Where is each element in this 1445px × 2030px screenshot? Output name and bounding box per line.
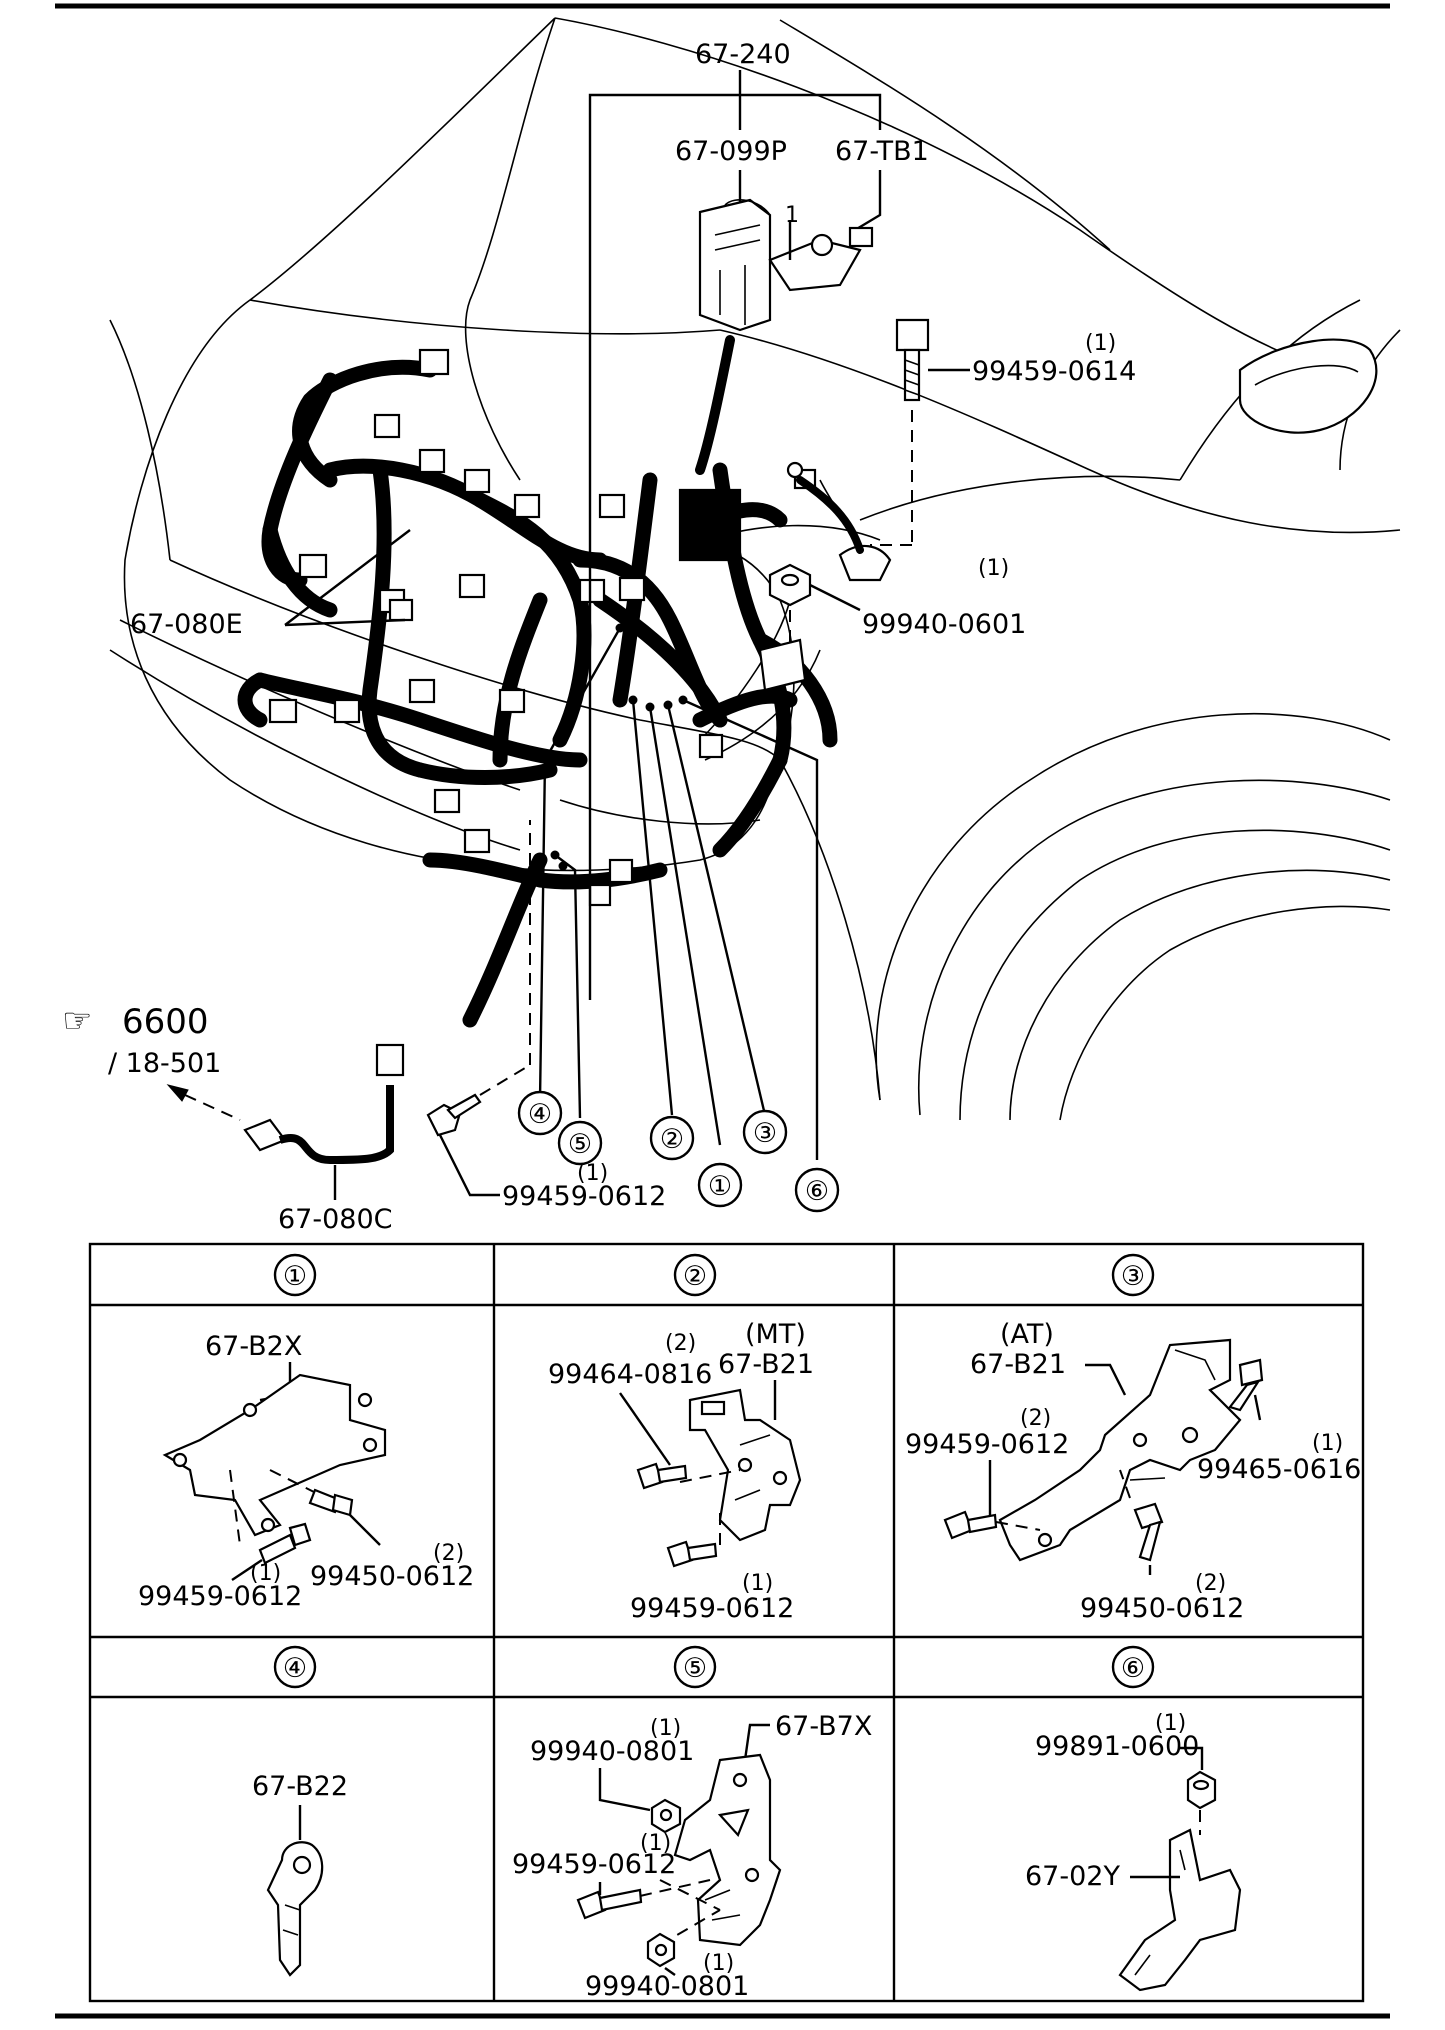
cell3-bolt-b-qty: (1) <box>1312 1431 1343 1456</box>
svg-text:②: ② <box>660 1124 684 1155</box>
ref-page: 6600 <box>122 1002 209 1042</box>
svg-text:⑥: ⑥ <box>1121 1653 1145 1684</box>
cell3-bolt-a-qty: (2) <box>1020 1406 1051 1431</box>
qty-0601: (1) <box>978 556 1009 581</box>
cell-4: 67-B22 <box>252 1771 348 1977</box>
callout-4: ④ <box>517 1090 563 1136</box>
fuse-block-67-099P <box>698 198 772 332</box>
cell5-nut-b-qty: (1) <box>703 1951 734 1976</box>
label-99459-0612-main: 99459-0612 <box>502 1181 666 1212</box>
cell4-part: 67-B22 <box>252 1771 348 1802</box>
svg-text:③: ③ <box>753 1118 777 1149</box>
svg-text:④: ④ <box>283 1653 307 1684</box>
callout-circles: ① ② ③ ④ ⑤ ⑥ <box>517 1090 840 1213</box>
qty-0612-main: (1) <box>577 1161 608 1186</box>
cell-3: (AT) 67-B21 (2) 99459-0612 (1) 99465-061… <box>905 1319 1361 1624</box>
cell-6: (1) 99891-0600 67-02Y <box>1025 1711 1242 1992</box>
bolt-99459-0612-main: (1) 99459-0612 <box>426 820 666 1212</box>
svg-text:⑤: ⑤ <box>683 1653 707 1684</box>
cell1-bolt-a: 99459-0612 <box>138 1581 302 1612</box>
group-67-240: 67-240 67-099P 67-TB1 1 <box>588 39 929 1000</box>
header-3: ③ <box>1111 1253 1155 1297</box>
cell1-bolt-b: 99450-0612 <box>310 1561 474 1592</box>
cell6-part: 67-02Y <box>1025 1861 1120 1892</box>
header-6: ⑥ <box>1111 1645 1155 1689</box>
harness-connectors <box>268 348 817 907</box>
callout-3: ③ <box>742 1109 788 1155</box>
battery-terminal-67-TB1: 1 <box>768 203 874 292</box>
callout-leaders <box>538 623 819 1160</box>
svg-text:①: ① <box>708 1171 732 1202</box>
cell-2: (MT) 67-B21 (2) 99464-0816 (1) 99459-061… <box>548 1319 814 1624</box>
cell2-bolt-b: 99459-0612 <box>630 1593 794 1624</box>
wiring-harness-67-080E <box>237 348 838 1028</box>
label-67-TB1: 67-TB1 <box>835 136 929 167</box>
cell2-bolt-a-qty: (2) <box>665 1331 696 1356</box>
bolt-99459-0614: (1) 99459-0614 <box>786 318 1136 582</box>
cell3-bolt-c-qty: (2) <box>1195 1571 1226 1596</box>
svg-text:1: 1 <box>785 203 799 228</box>
table-headers: ① ② ③ ④ ⑤ ⑥ <box>273 1253 1155 1689</box>
svg-text:⑥: ⑥ <box>805 1176 829 1207</box>
label-67-099P: 67-099P <box>675 136 787 167</box>
label-67-080C: 67-080C <box>278 1204 393 1235</box>
cell-1: 67-B2X (1) 99459-0612 (2) 99450-0612 <box>138 1331 474 1612</box>
cell3-bolt-b: 99465-0616 <box>1197 1454 1361 1485</box>
cell6-nut: 99891-0600 <box>1035 1731 1199 1762</box>
cell5-part: 67-B7X <box>775 1711 872 1742</box>
nut-99940-0601: (1) 99940-0601 <box>758 556 1026 692</box>
cell1-bolt-b-qty: (2) <box>433 1541 464 1566</box>
callout-2: ② <box>649 1115 695 1161</box>
svg-text:④: ④ <box>528 1099 552 1130</box>
callout-6: ⑥ <box>794 1167 840 1213</box>
svg-text:⑤: ⑤ <box>568 1129 592 1160</box>
cell3-bolt-c: 99450-0612 <box>1080 1593 1244 1624</box>
group-67-080C: ☞ 6600 / 18-501 67-080C <box>62 1001 405 1235</box>
label-67-080E: 67-080E <box>130 609 243 640</box>
header-4: ④ <box>273 1645 317 1689</box>
cell3-variant: (AT) <box>1000 1319 1054 1350</box>
label-67-240: 67-240 <box>695 39 791 70</box>
cell5-nut-a-qty: (1) <box>650 1716 681 1741</box>
group-67-080E: 67-080E <box>130 529 411 640</box>
cell3-bolt-a: 99459-0612 <box>905 1429 1069 1460</box>
callout-1: ① <box>697 1162 743 1208</box>
svg-text:①: ① <box>283 1261 307 1292</box>
ref-icon: ☞ <box>62 1001 92 1041</box>
svg-text:③: ③ <box>1121 1261 1145 1292</box>
cell5-bolt: 99459-0612 <box>512 1849 676 1880</box>
cell1-bolt-a-qty: (1) <box>250 1561 281 1586</box>
detail-table <box>88 1242 1365 2003</box>
cell2-bolt-b-qty: (1) <box>742 1571 773 1596</box>
cell2-bolt-a: 99464-0816 <box>548 1359 712 1390</box>
label-99459-0614: 99459-0614 <box>972 356 1136 387</box>
qty-0614: (1) <box>1085 331 1116 356</box>
header-5: ⑤ <box>673 1645 717 1689</box>
header-2: ② <box>673 1253 717 1297</box>
callout-5: ⑤ <box>557 1120 603 1166</box>
ref-sub: / 18-501 <box>108 1048 221 1079</box>
cell2-part: 67-B21 <box>718 1349 814 1380</box>
cell1-part: 67-B2X <box>205 1331 302 1362</box>
label-99940-0601: 99940-0601 <box>862 609 1026 640</box>
cell2-variant: (MT) <box>745 1319 806 1350</box>
header-1: ① <box>273 1253 317 1297</box>
cell-5: (1) 99940-0801 67-B7X (1) 99459-0612 (1)… <box>512 1711 872 2002</box>
cell5-nut-a: 99940-0801 <box>530 1736 694 1767</box>
cell5-nut-b: 99940-0801 <box>585 1971 749 2002</box>
cell5-bolt-qty: (1) <box>640 1831 671 1856</box>
cell6-nut-qty: (1) <box>1155 1711 1186 1736</box>
cell3-part: 67-B21 <box>970 1349 1066 1380</box>
svg-text:②: ② <box>683 1261 707 1292</box>
